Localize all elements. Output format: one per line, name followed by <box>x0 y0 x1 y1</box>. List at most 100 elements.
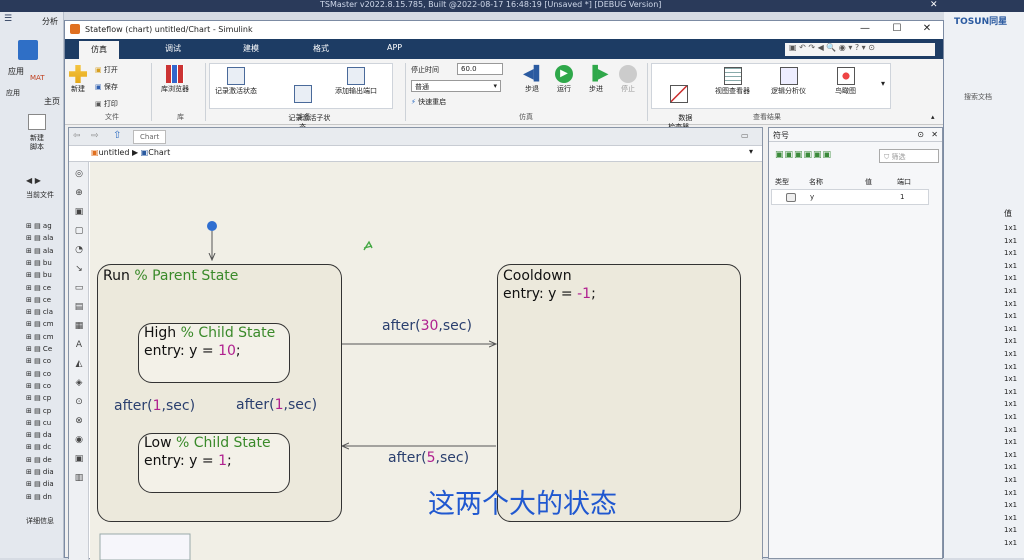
pane-close-icon[interactable]: ✕ <box>931 130 938 139</box>
stateflow-chart[interactable]: Run % Parent State High % Child State en… <box>90 162 762 560</box>
search-docs-input[interactable]: 搜索文档 <box>964 93 992 101</box>
host-file-item[interactable]: ⊞ ▤ dc <box>26 443 52 452</box>
fast-restart-button[interactable]: ⚡ 快速重启 <box>411 97 446 107</box>
host-file-item[interactable]: ⊞ ▤ cp <box>26 394 52 403</box>
palette-tool-icon[interactable]: ▣ <box>74 207 84 217</box>
host-file-item[interactable]: ⊞ ▤ co <box>26 357 52 366</box>
host-file-item[interactable]: ⊞ ▤ co <box>26 369 52 378</box>
new-script-icon[interactable] <box>28 114 46 130</box>
host-file-item[interactable]: ⊞ ▤ cp <box>26 406 52 415</box>
gallery-expand-icon[interactable]: ▾ <box>881 79 886 88</box>
host-main-label[interactable]: 主页 <box>44 97 60 106</box>
host-file-item[interactable]: ⊞ ▤ cu <box>26 418 52 427</box>
label-cooldown-to-run[interactable]: after(5,sec) <box>388 450 469 466</box>
host-new-script[interactable]: 新建 脚本 <box>30 134 44 151</box>
palette-tool-icon[interactable]: ◭ <box>75 359 83 369</box>
host-file-item[interactable]: ⊞ ▤ ala <box>26 234 54 243</box>
label-low-to-high[interactable]: after(1,sec) <box>114 398 195 414</box>
host-file-item[interactable]: ⊞ ▤ co <box>26 381 52 390</box>
maximize-button[interactable]: ☐ <box>892 23 902 34</box>
host-file-item[interactable]: ⊞ ▤ cm <box>26 332 54 341</box>
canvas-menu-icon[interactable]: ▭ <box>741 131 749 140</box>
host-file-item[interactable]: ⊞ ▤ ce <box>26 295 52 304</box>
label-high-to-low[interactable]: after(1,sec) <box>236 397 317 413</box>
tab-format[interactable]: 格式 <box>313 44 329 53</box>
back-icon[interactable]: ⇦ <box>73 131 81 141</box>
palette-tool-icon[interactable]: ▢ <box>74 226 84 236</box>
host-file-item[interactable]: ⊞ ▤ ala <box>26 246 54 255</box>
col-name[interactable]: 名称 <box>809 178 823 186</box>
symbol-row-y[interactable]: y 1 <box>771 189 929 205</box>
step-forward-button[interactable]: ▐▶ 步进 <box>587 65 609 94</box>
stop-button[interactable]: 停止 <box>619 65 637 94</box>
add-output-port-button[interactable]: 添加输出端口 <box>335 67 377 96</box>
state-high[interactable]: High % Child State entry: y = 10; <box>138 323 290 383</box>
host-file-item[interactable]: ⊞ ▤ da <box>26 431 52 440</box>
symbol-name[interactable]: y <box>810 193 815 201</box>
print-button[interactable]: ▣ 打印 <box>95 99 118 109</box>
col-type[interactable]: 类型 <box>775 178 789 186</box>
canvas-tab-chart[interactable]: Chart <box>133 130 167 144</box>
video-viewer-button[interactable]: 视图查看器 <box>715 67 750 96</box>
simulation-mode-select[interactable]: 普通▾ <box>411 80 501 92</box>
palette-tool-icon[interactable]: ◉ <box>75 435 83 445</box>
open-button[interactable]: ▣ 打开 <box>95 65 118 75</box>
stop-time-input[interactable]: 60.0 <box>457 63 503 75</box>
palette-tool-icon[interactable]: ◔ <box>75 245 83 255</box>
forward-icon[interactable]: ⇨ <box>91 131 99 141</box>
palette-tool-icon[interactable]: ▣ <box>74 454 84 464</box>
palette-tool-icon[interactable]: ⊗ <box>75 416 83 426</box>
add-symbol-icons[interactable]: ▣▣▣▣▣▣ <box>775 150 833 160</box>
col-port[interactable]: 端口 <box>897 178 911 186</box>
breadcrumb-root[interactable]: ▣untitled ▶ ▣Chart <box>91 148 171 157</box>
host-tab-analysis[interactable]: 分析 <box>42 17 58 26</box>
palette-tool-icon[interactable]: ↘ <box>75 264 83 274</box>
new-button[interactable]: 新建 <box>69 65 87 94</box>
host-close-icon[interactable]: ✕ <box>930 0 938 10</box>
pane-menu-icon[interactable]: ⊙ <box>917 130 924 139</box>
state-low[interactable]: Low % Child State entry: y = 1; <box>138 433 290 493</box>
library-browser-button[interactable]: 库浏览器 <box>161 65 189 94</box>
breadcrumb-child-label[interactable]: Chart <box>148 148 171 157</box>
run-button[interactable]: ▶ 运行 <box>555 65 573 94</box>
quick-access-toolbar[interactable]: ▣ ↶ ↷ ◀ 🔍 ◉ ▾ ? ▾ ⊙ <box>785 43 935 56</box>
host-file-item[interactable]: ⊞ ▤ ce <box>26 283 52 292</box>
host-file-item[interactable]: ⊞ ▤ dn <box>26 492 52 501</box>
palette-tool-icon[interactable]: ▭ <box>74 283 84 293</box>
palette-tool-icon[interactable]: ⊕ <box>75 188 83 198</box>
close-button[interactable]: ✕ <box>922 23 932 34</box>
tab-apps[interactable]: APP <box>387 43 403 52</box>
breadcrumb-dropdown-icon[interactable]: ▾ <box>749 147 754 156</box>
host-file-item[interactable]: ⊞ ▤ bu <box>26 258 52 267</box>
tab-modeling[interactable]: 建模 <box>243 44 259 53</box>
birds-eye-button[interactable]: 鸟瞰图 <box>835 67 856 96</box>
collapse-ribbon-icon[interactable]: ▴ <box>931 113 935 121</box>
grid-icon[interactable] <box>18 40 38 60</box>
step-back-button[interactable]: ◀▌ 步退 <box>523 65 545 94</box>
label-run-to-cooldown[interactable]: after(30,sec) <box>382 318 472 334</box>
host-file-item[interactable]: ⊞ ▤ bu <box>26 271 52 280</box>
up-arrow-icon[interactable]: ⇧ <box>113 130 122 141</box>
palette-tool-icon[interactable]: ◎ <box>75 169 83 179</box>
palette-tool-icon[interactable]: ⊙ <box>75 397 83 407</box>
symbol-port[interactable]: 1 <box>900 193 905 201</box>
log-active-state-button[interactable]: 记录激活状态 <box>215 67 257 96</box>
logic-analyzer-button[interactable]: 逻辑分析仪 <box>771 67 806 96</box>
palette-tool-icon[interactable]: ▤ <box>74 302 84 312</box>
minimize-button[interactable]: — <box>860 23 870 34</box>
host-file-item[interactable]: ⊞ ▤ cm <box>26 320 54 329</box>
palette-tool-icon[interactable]: ◈ <box>75 378 83 388</box>
chart-thumbnail[interactable] <box>99 533 191 560</box>
nav-arrows-icon[interactable]: ◀ ▶ <box>26 176 41 185</box>
palette-tool-icon[interactable]: ▦ <box>74 321 84 331</box>
col-value[interactable]: 值 <box>865 178 872 186</box>
host-file-item[interactable]: ⊞ ▤ dia <box>26 468 54 476</box>
symbols-filter-input[interactable]: ⛉ 筛选 <box>879 149 939 163</box>
host-file-item[interactable]: ⊞ ▤ Ce <box>26 345 53 353</box>
tab-simulation[interactable]: 仿真 <box>79 41 119 59</box>
state-cooldown[interactable]: Cooldown entry: y = -1; <box>497 264 741 522</box>
palette-tool-icon[interactable]: A <box>75 340 83 350</box>
host-file-item[interactable]: ⊞ ▤ dia <box>26 480 54 489</box>
palette-tool-icon[interactable]: ▥ <box>74 473 84 483</box>
host-file-item[interactable]: ⊞ ▤ cla <box>26 308 54 317</box>
